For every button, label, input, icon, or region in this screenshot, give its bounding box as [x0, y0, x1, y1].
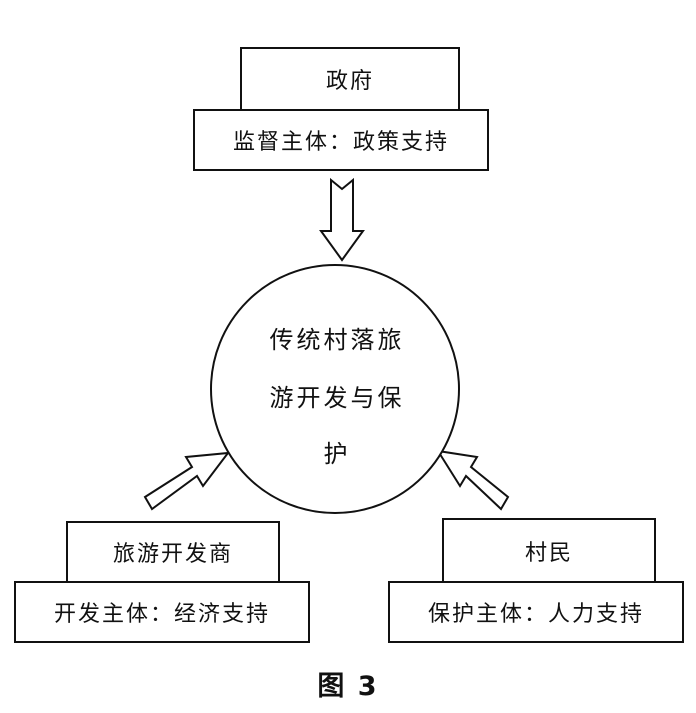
- government-role-box: 监督主体：政策支持: [193, 109, 489, 171]
- developer-name-box: 旅游开发商: [66, 521, 280, 583]
- government-role: 监督主体：政策支持: [232, 130, 449, 155]
- figure-caption: 图 3: [317, 671, 379, 702]
- government-name-box: 政府: [240, 47, 460, 111]
- arrow-developer-to-center: [143, 451, 231, 511]
- villagers-name: 村民: [524, 541, 573, 566]
- center-text-line-3: 护: [323, 440, 351, 468]
- center-text-line-2: 游开发与保: [269, 384, 405, 412]
- villagers-role-box: 保护主体：人力支持: [388, 581, 684, 643]
- developer-role-box: 开发主体：经济支持: [14, 581, 310, 643]
- developer-role: 开发主体：经济支持: [53, 602, 270, 627]
- center-text-line-1: 传统村落旅: [269, 326, 405, 354]
- center-circle: 传统村落旅 游开发与保 护: [210, 264, 460, 514]
- arrow-government-to-center: [319, 177, 365, 262]
- developer-name: 旅游开发商: [112, 542, 233, 567]
- arrow-villagers-to-center: [435, 449, 510, 511]
- villagers-role: 保护主体：人力支持: [427, 602, 644, 627]
- government-name: 政府: [325, 69, 374, 94]
- villagers-name-box: 村民: [442, 518, 656, 584]
